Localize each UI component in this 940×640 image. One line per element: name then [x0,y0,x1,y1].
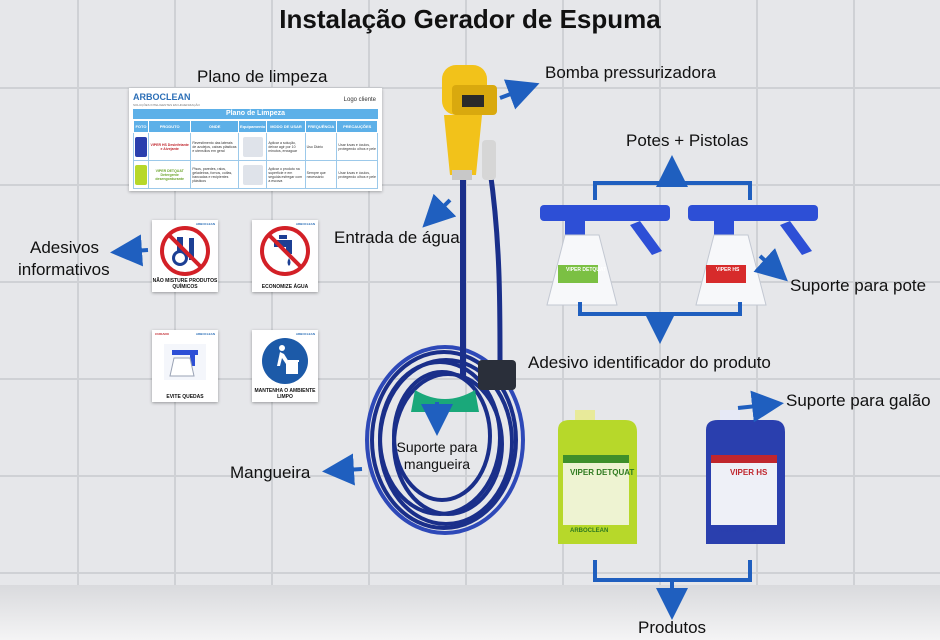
plan-col-header: PRECAUÇÕES [336,120,378,133]
foam-gun-pot-right [688,205,818,306]
sign-brand: ARBOCLEAN [195,222,215,226]
plan-heading: Plano de Limpeza [133,109,378,119]
plan-frequency-cell: Uso Diário [304,132,338,161]
plan-col-header: FOTO [133,120,149,133]
sign-header: CUIDADO [155,332,169,336]
faucet-icon [260,226,310,276]
product-photo [135,136,147,157]
label-hose-support-line2: mangueira [403,456,471,472]
no-mixing-icon [160,226,210,276]
label-gallon-support: Suporte para galão [786,391,931,410]
sign-no-mix-chemicals: ARBOCLEAN NÃO MISTURE PRODUTOS QUÍMICOS [152,220,218,292]
hose-coil [365,345,525,535]
pot-label-viper-hs: VIPER HS [716,267,740,273]
plan-table-row: VIPER DETQUAT Detergente desengordurante… [133,160,378,189]
label-pots-guns: Potes + Pistolas [626,131,749,150]
plan-client-logo-placeholder: Logo cliente [343,97,376,103]
label-hose: Mangueira [230,463,311,482]
plan-frequency-cell: Sempre que necessário [304,160,338,189]
sign-keep-clean: ARBOCLEAN MANTENHA O AMBIENTE LIMPO [252,330,318,402]
plan-table-header: FOTO PRODUTO ONDE Equipamento MODO DE US… [133,120,378,133]
label-cleaning-plan: Plano de limpeza [197,67,328,86]
sign-brand: ARBOCLEAN [195,332,215,336]
label-hose-support: Suporte para mangueira [392,439,482,473]
plan-brand-logo: ARBOCLEAN [133,92,191,102]
trash-bin-icon [262,338,308,384]
plan-col-header: PRODUTO [147,120,192,133]
pot-label-detquat: VIPER DETQUAT [566,267,607,273]
sign-save-water: ARBOCLEAN ECONOMIZE ÁGUA [252,220,318,292]
gallon-viper-hs [706,410,785,544]
gallon-brand-detquat: ARBOCLEAN [570,528,609,534]
plan-equipment-cell [237,132,268,161]
plan-product-cell: VIPER DETQUAT Detergente desengordurante [147,160,192,189]
gallon-detquat [558,410,637,544]
hose-nozzle [478,360,516,390]
plan-precautions-cell: Usar luvas e óculos, protegendo olhos e … [336,160,378,189]
gallon-label-viper-hs: VIPER HS [730,468,768,477]
label-product-sticker: Adesivo identificador do produto [528,353,771,372]
hose-line [487,169,503,361]
arrows [110,79,788,620]
label-water-inlet: Entrada de água [334,228,460,247]
sign-brand: ARBOCLEAN [295,332,315,336]
label-pot-support: Suporte para pote [790,276,927,295]
plan-col-header: MODO DE USAR [266,120,306,133]
label-hose-support-line1: Suporte para [396,439,478,455]
plan-where-cell: Pisos, paredes, ralos, geladeiras, forno… [190,160,239,189]
plan-where-cell: Revestimento das laterais de azulejos, c… [190,132,239,161]
foam-gun-pot-left [540,205,670,306]
product-photo [135,164,147,185]
label-pressure-pump: Bomba pressurizadora [545,63,717,82]
sign-avoid-falls: CUIDADO ARBOCLEAN EVITE QUEDAS [152,330,218,402]
label-products: Produtos [638,618,707,637]
foam-gun-icon [164,344,206,380]
sign-caption: NÃO MISTURE PRODUTOS QUÍMICOS [152,278,218,290]
plan-col-header: FREQUÊNCIA [304,120,338,133]
gallon-brand-viper-hs: ARBOCLEAN [718,528,757,534]
hose-support-bracket [411,390,479,412]
equipment-photo [242,164,263,185]
plan-col-header: Equipamento [237,120,268,133]
sign-caption: EVITE QUEDAS [166,394,204,400]
plan-mode-cell: Aplicar o produto na superfície e em seg… [266,160,306,189]
plan-brand-tagline: SOLUÇÕES INTELIGENTES EM HIGIENIZAÇÃO [133,103,200,107]
floor [0,585,940,640]
sign-caption: ECONOMIZE ÁGUA [261,284,309,290]
label-stickers-line1: Adesivos [30,238,99,257]
sign-brand: ARBOCLEAN [295,222,315,226]
sign-caption: MANTENHA O AMBIENTE LIMPO [254,388,316,400]
plan-product-cell: VIPER HS Desinfetante e Alvejante [147,132,192,161]
gallon-label-detquat: VIPER DETQUAT [570,468,635,477]
cleaning-plan-document: ARBOCLEAN SOLUÇÕES INTELIGENTES EM HIGIE… [129,88,382,191]
label-stickers-line2: informativos [18,260,110,279]
plan-mode-cell: Aplicar a solução, deixar agir por 10 mi… [266,132,306,161]
plan-equipment-cell [237,160,268,189]
equipment-photo [242,136,263,157]
pressure-pump [442,65,497,378]
page-title: Instalação Gerador de Espuma [279,4,661,34]
plan-table: FOTO PRODUTO ONDE Equipamento MODO DE US… [133,120,378,189]
